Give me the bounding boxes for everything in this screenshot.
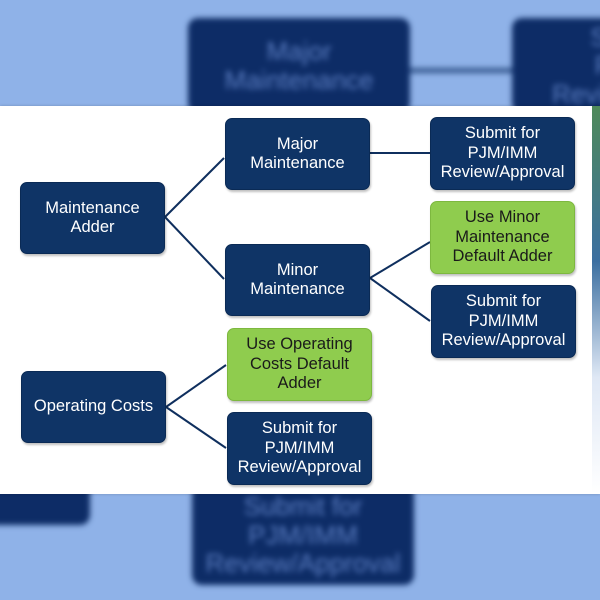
node-opcost-submit-review: Submit for PJM/IMM Review/Approval <box>227 412 372 485</box>
node-label: Operating Costs <box>33 397 154 416</box>
node-minor-submit-review: Submit for PJM/IMM Review/Approval <box>431 285 576 358</box>
node-label: Maintenance Adder <box>45 198 140 237</box>
node-opcost-default-adder: Use Operating Costs Default Adder <box>227 328 372 401</box>
node-major-maintenance: Major Maintenance <box>225 118 370 190</box>
node-minor-default-adder: Use Minor Maintenance Default Adder <box>430 201 575 274</box>
connector-opcost-to-submit <box>165 406 227 449</box>
connectors <box>164 152 431 449</box>
decorative-right-edge <box>592 106 600 494</box>
connector-minor-to-default <box>369 241 431 279</box>
background-submit-box: Submit for PJM/IMM Review/Approval <box>512 18 600 113</box>
node-label: Submit for PJM/IMM Review/Approval <box>441 292 566 350</box>
node-minor-maintenance: Minor Maintenance <box>225 244 370 316</box>
background-major-maintenance-box: Major Maintenance <box>188 18 410 113</box>
connector-opcost-to-default <box>165 364 227 408</box>
background-box-label: Submit for PJM/IMM Review/Approval <box>205 491 401 579</box>
node-label: Submit for PJM/IMM Review/Approval <box>237 419 362 477</box>
connector-minor-to-submit <box>369 277 431 322</box>
flowchart-panel: Maintenance Adder Major Maintenance Mino… <box>0 106 600 494</box>
background-box-label: Submit for PJM/IMM Review/Approval <box>552 21 600 109</box>
node-maintenance-adder: Maintenance Adder <box>20 182 165 254</box>
connector-maintenance-to-minor <box>164 216 225 280</box>
background-box-label: Major Maintenance <box>224 35 374 95</box>
node-label: Use Minor Maintenance Default Adder <box>452 208 553 266</box>
node-label: Minor Maintenance <box>250 260 345 299</box>
node-label: Submit for PJM/IMM Review/Approval <box>440 124 565 182</box>
connector-maintenance-to-major <box>164 157 225 218</box>
node-label: Use Operating Costs Default Adder <box>246 335 353 393</box>
background-connector <box>410 68 512 73</box>
node-major-submit-review: Submit for PJM/IMM Review/Approval <box>430 117 575 190</box>
node-operating-costs: Operating Costs <box>21 371 166 443</box>
background-bottom-submit-box: Submit for PJM/IMM Review/Approval <box>192 485 414 585</box>
node-label: Major Maintenance <box>250 134 345 173</box>
